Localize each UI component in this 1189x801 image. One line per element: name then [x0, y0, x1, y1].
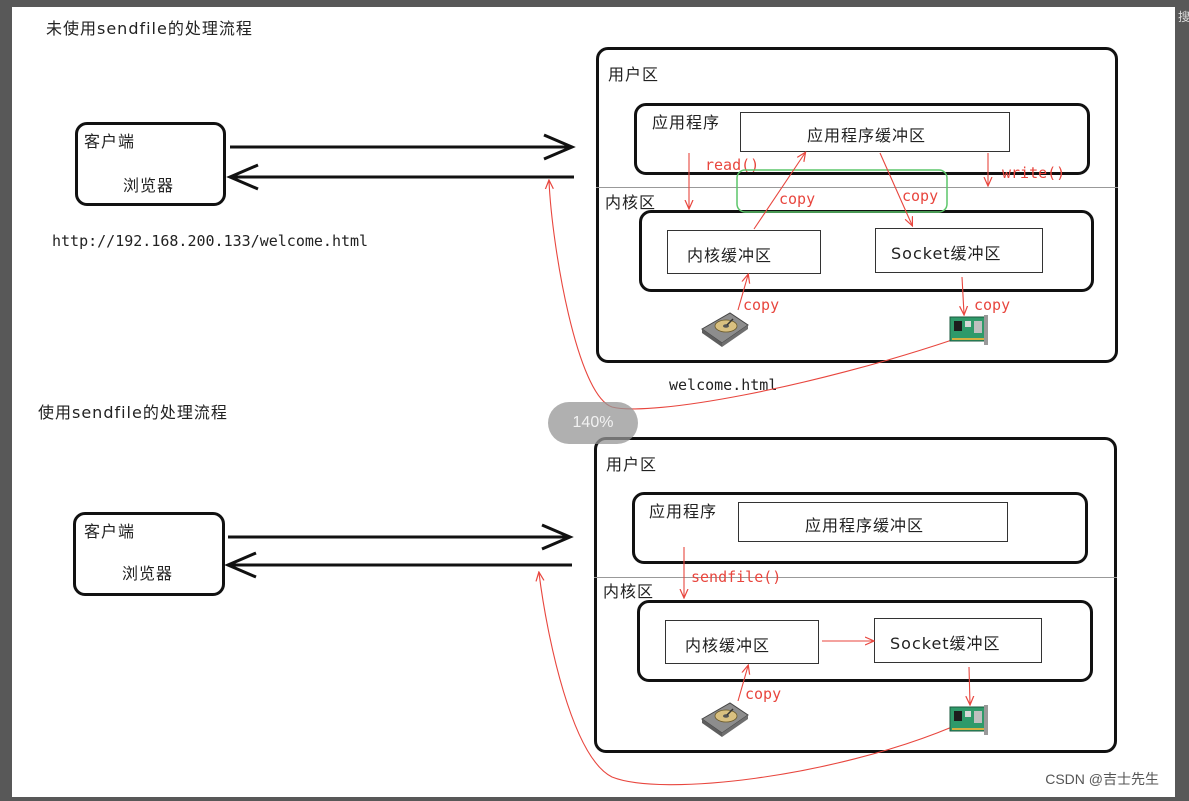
top-kernel-buffer-label: 内核缓冲区 — [687, 246, 773, 265]
edge-glyph: 搜 — [1178, 10, 1189, 24]
bottom-kernel-buffer: 内核缓冲区 — [665, 620, 819, 664]
bottom-nic-to-client-arrow — [539, 573, 953, 786]
bottom-kernel-box — [637, 600, 1093, 682]
csdn-watermark: CSDN @吉士先生 — [1045, 771, 1159, 787]
top-client-title: 客户端 — [84, 132, 136, 151]
top-file-name: welcome.html — [669, 376, 778, 394]
top-app-buffer-label: 应用程序缓冲区 — [807, 126, 927, 145]
bottom-user-kernel-divider — [594, 577, 1117, 578]
top-app-label: 应用程序 — [652, 113, 721, 132]
bottom-hard-disk-icon — [701, 702, 749, 737]
top-copy-label-2: copy — [902, 187, 939, 205]
top-network-card-icon — [949, 315, 988, 345]
bottom-sendfile-call: sendfile() — [691, 568, 782, 586]
top-copy-label-nic: copy — [974, 296, 1011, 314]
top-request-arrow — [230, 133, 576, 161]
bottom-kernel-space-label: 内核区 — [603, 582, 655, 601]
bottom-app-buffer-label: 应用程序缓冲区 — [805, 516, 925, 535]
top-app-to-socket-arrow — [879, 152, 912, 225]
bottom-app-label: 应用程序 — [649, 502, 718, 521]
top-socket-buffer: Socket缓冲区 — [875, 228, 1043, 273]
top-url: http://192.168.200.133/welcome.html — [52, 232, 369, 250]
top-app-buffer: 应用程序缓冲区 — [740, 112, 1010, 152]
top-user-kernel-divider — [596, 187, 1118, 188]
top-client-box — [75, 122, 226, 206]
bottom-copy-label-disk: copy — [745, 685, 782, 703]
connector-layer — [224, 133, 1175, 786]
bottom-client-box — [73, 512, 225, 596]
top-browser-label: 浏览器 — [123, 176, 175, 195]
bottom-response-arrow — [224, 551, 572, 579]
bottom-user-space-label: 用户区 — [606, 455, 658, 474]
bottom-browser-label: 浏览器 — [122, 564, 174, 583]
bottom-app-buffer: 应用程序缓冲区 — [738, 502, 1008, 542]
bottom-system-box — [594, 437, 1117, 753]
top-nic-to-client-arrow — [549, 181, 953, 410]
bottom-section-title: 使用sendfile的处理流程 — [38, 403, 228, 422]
bottom-socket-buffer-label: Socket缓冲区 — [890, 634, 1001, 653]
bottom-client-title: 客户端 — [84, 522, 136, 541]
top-user-space-label: 用户区 — [608, 65, 660, 84]
top-system-box — [596, 47, 1118, 363]
top-section-title: 未使用sendfile的处理流程 — [46, 19, 253, 38]
top-disk-to-kernel-arrow — [737, 275, 748, 311]
top-hard-disk-icon — [701, 312, 749, 347]
bottom-disk-to-kernel-arrow — [737, 666, 748, 702]
bottom-request-arrow — [228, 523, 574, 551]
bottom-socket-to-nic-arrow — [969, 666, 970, 704]
bottom-app-box — [632, 492, 1088, 564]
top-socket-buffer-label: Socket缓冲区 — [891, 244, 1002, 263]
top-copy-label-1: copy — [779, 190, 816, 208]
top-kernel-space-label: 内核区 — [605, 193, 657, 212]
top-write-call: write() — [1002, 164, 1066, 182]
bottom-kernel-buffer-label: 内核缓冲区 — [685, 636, 771, 655]
top-app-box — [634, 103, 1090, 175]
top-copy-label-disk: copy — [743, 296, 780, 314]
top-copy-highlight — [736, 169, 948, 213]
top-socket-to-nic-arrow — [962, 276, 964, 314]
bottom-network-card-icon — [949, 705, 988, 735]
bottom-socket-buffer: Socket缓冲区 — [874, 618, 1042, 663]
top-kernel-to-app-arrow — [753, 153, 805, 230]
zoom-level-badge: 140% — [548, 402, 638, 444]
diagram-canvas: 未使用sendfile的处理流程 客户端 浏览器 http://192.168.… — [12, 7, 1175, 797]
top-response-arrow — [226, 163, 574, 191]
